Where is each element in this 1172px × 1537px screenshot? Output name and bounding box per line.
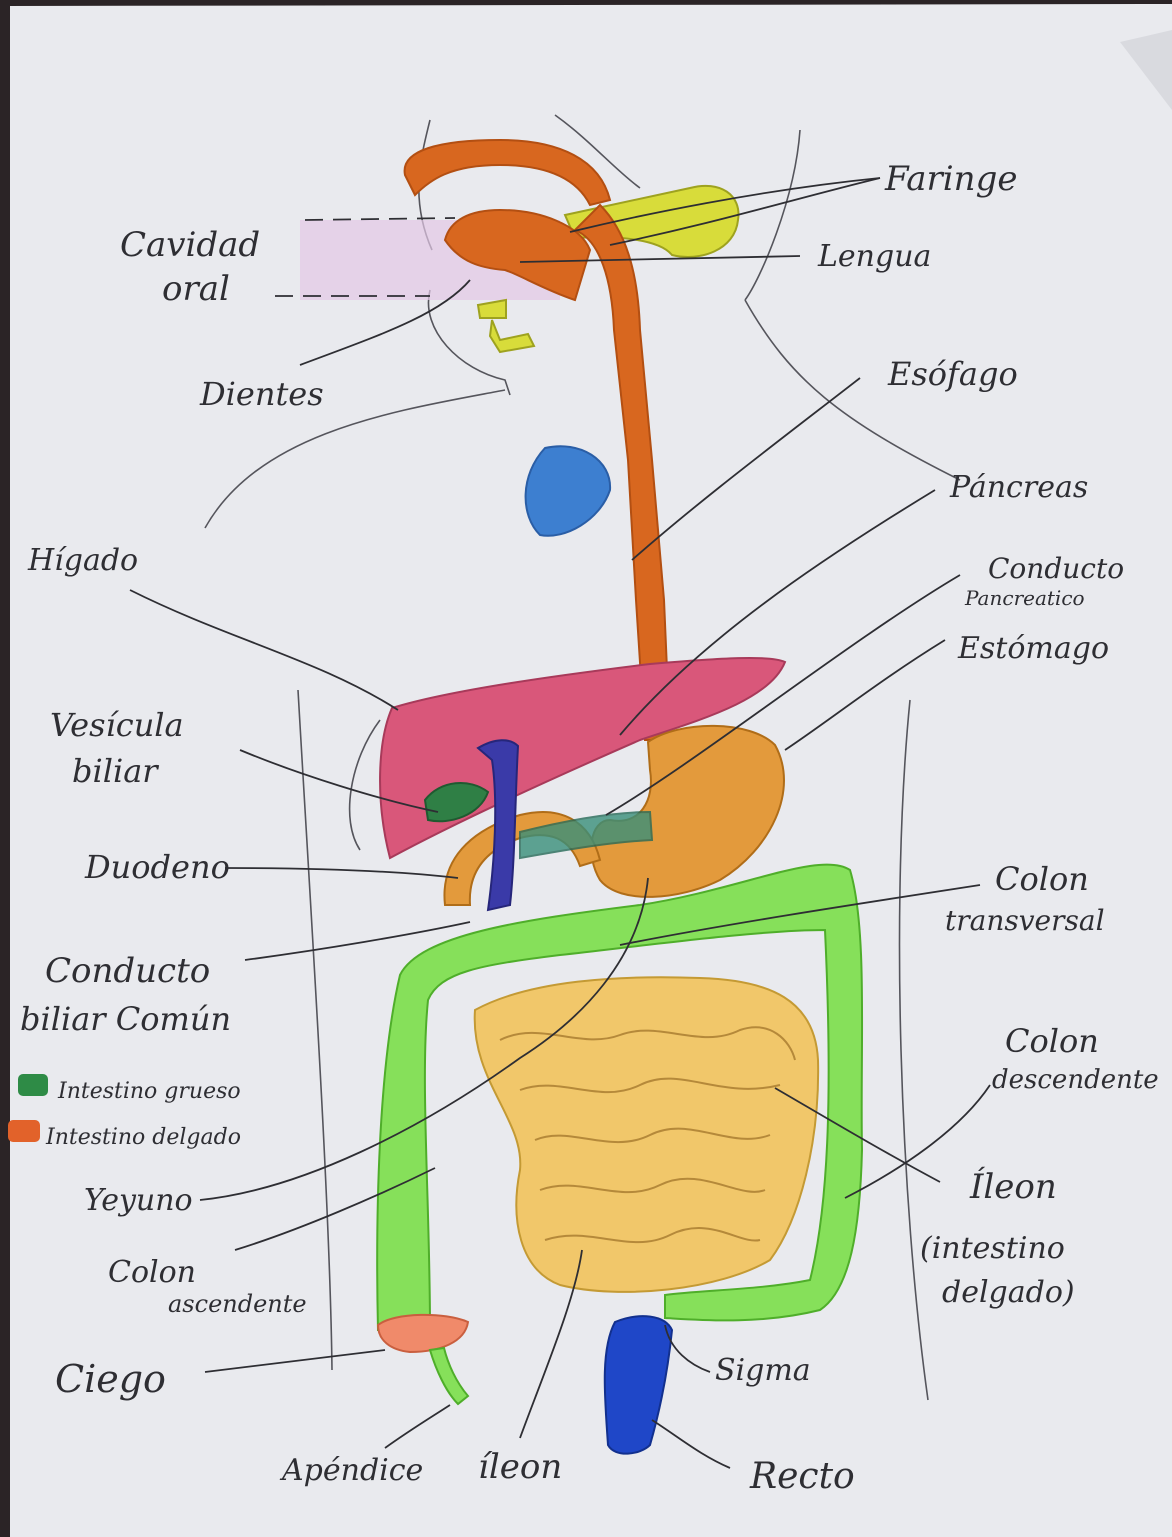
label-apendice: Apéndice [279, 1453, 423, 1488]
label-faringe: Faringe [884, 159, 1017, 199]
label-cavidad-oral-line2: oral [162, 269, 230, 309]
label-intestino-delgado-line2: delgado) [942, 1275, 1075, 1310]
label-ciego: Ciego [55, 1357, 166, 1401]
legend-swatch-small-intestine [8, 1120, 40, 1142]
label-colon-transversal-line2: transversal [945, 904, 1105, 937]
label-cavidad-oral-line1: Cavidad [120, 225, 260, 265]
label-higado: Hígado [27, 543, 138, 578]
label-vesicula-line2: biliar [72, 752, 159, 790]
label-estomago: Estómago [957, 631, 1109, 666]
label-colon-transversal-line1: Colon [995, 860, 1089, 898]
label-conducto-pancreatico-line1: Conducto [988, 552, 1124, 585]
label-lengua: Lengua [817, 239, 931, 274]
label-esofago: Esófago [887, 355, 1018, 393]
legend-label-large-intestine: Intestino grueso [57, 1079, 241, 1104]
label-ileon-right: Íleon [969, 1166, 1057, 1207]
label-colon-ascendente-line2: ascendente [168, 1290, 307, 1318]
small-intestine [475, 977, 818, 1292]
label-ileon-bottom: íleon [478, 1447, 562, 1487]
label-intestino-delgado-line1: (intestino [920, 1231, 1065, 1266]
label-colon-descendente-line1: Colon [1005, 1022, 1099, 1060]
label-conducto-biliar-line2: biliar Común [20, 1000, 231, 1038]
label-duodeno: Duodeno [84, 848, 230, 886]
label-yeyuno: Yeyuno [84, 1183, 193, 1218]
legend-label-small-intestine: Intestino delgado [45, 1125, 241, 1150]
label-colon-descendente-line2: descendente [992, 1065, 1159, 1095]
label-vesicula-line1: Vesícula [50, 706, 184, 744]
label-conducto-pancreatico-line2: Pancreatico [964, 586, 1085, 610]
label-recto: Recto [749, 1456, 855, 1497]
label-dientes: Dientes [199, 375, 324, 413]
label-colon-ascendente-line1: Colon [108, 1255, 196, 1290]
legend-swatch-large-intestine [18, 1074, 48, 1096]
label-conducto-biliar-line1: Conducto [45, 951, 210, 991]
label-pancreas: Páncreas [949, 470, 1088, 505]
label-sigma: Sigma [715, 1353, 811, 1388]
